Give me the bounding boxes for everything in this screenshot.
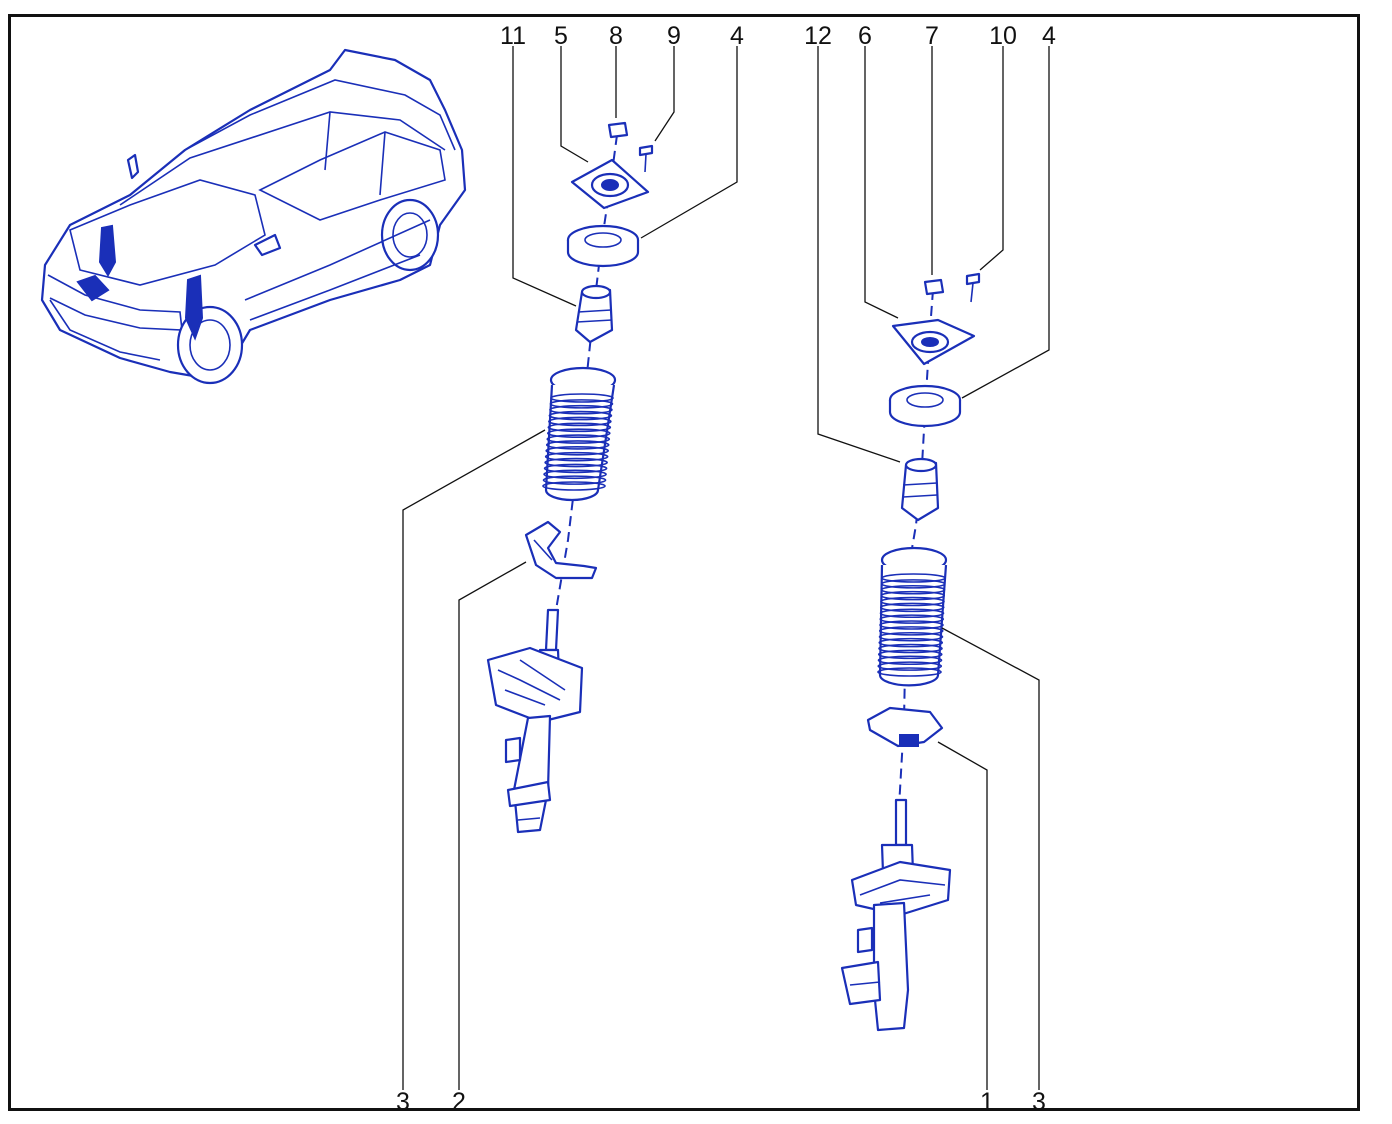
boot-ring — [880, 579, 946, 589]
vehicle-illustration — [40, 48, 467, 385]
boot-ring — [879, 620, 944, 630]
callout-3-right: 3 — [1032, 1088, 1046, 1116]
boot-ring — [543, 463, 608, 474]
boot-ring — [877, 655, 943, 666]
callout-2: 2 — [452, 1088, 466, 1116]
boot-ring — [544, 451, 609, 462]
boot-ring — [549, 404, 613, 415]
boot-ring — [548, 416, 612, 427]
diagram-frame — [8, 14, 1360, 1111]
boot-ring — [545, 445, 610, 456]
callout-7: 7 — [925, 22, 939, 50]
callouts: 11 5 8 9 4 12 6 7 10 4 3 2 1 3 — [396, 22, 1056, 1116]
callout-8: 8 — [609, 22, 623, 50]
boot-ring — [879, 614, 945, 624]
callout-4-right: 4 — [1042, 22, 1056, 50]
boot-ring — [546, 428, 611, 439]
boot-ring — [543, 469, 607, 480]
strut-assembly-right — [840, 272, 981, 1032]
callout-6: 6 — [858, 22, 872, 50]
callout-4-left: 4 — [730, 22, 744, 50]
boot-ring — [880, 590, 946, 601]
boot-ring — [879, 602, 945, 613]
boot-ring — [881, 573, 946, 583]
boot-ring — [877, 661, 943, 671]
boot-ring — [877, 667, 942, 677]
boot-ring — [549, 399, 614, 409]
callout-5: 5 — [554, 22, 568, 50]
callout-10: 10 — [989, 22, 1017, 50]
boot-ring — [878, 626, 944, 636]
boot-ring — [544, 457, 608, 468]
boot-ring — [545, 440, 610, 450]
boot-ring — [880, 584, 946, 595]
callout-3-left: 3 — [396, 1088, 410, 1116]
boot-ring — [878, 643, 943, 654]
boot-ring — [548, 410, 613, 421]
boot-ring — [547, 422, 612, 433]
boot-ring — [542, 481, 606, 491]
boot-ring — [550, 393, 614, 403]
boot-ring — [546, 434, 611, 444]
boot-ring — [880, 596, 945, 607]
boot-ring — [542, 475, 607, 485]
callout-9: 9 — [667, 22, 681, 50]
callout-12: 12 — [804, 22, 832, 50]
boot-ring — [878, 631, 944, 642]
callout-11: 11 — [500, 22, 526, 50]
boot-ring — [877, 649, 943, 660]
strut-assembly-left — [486, 121, 654, 834]
leader-lines — [402, 46, 1050, 1090]
boot-ring — [878, 637, 944, 648]
callout-1: 1 — [980, 1088, 994, 1116]
boot-ring — [879, 608, 945, 619]
